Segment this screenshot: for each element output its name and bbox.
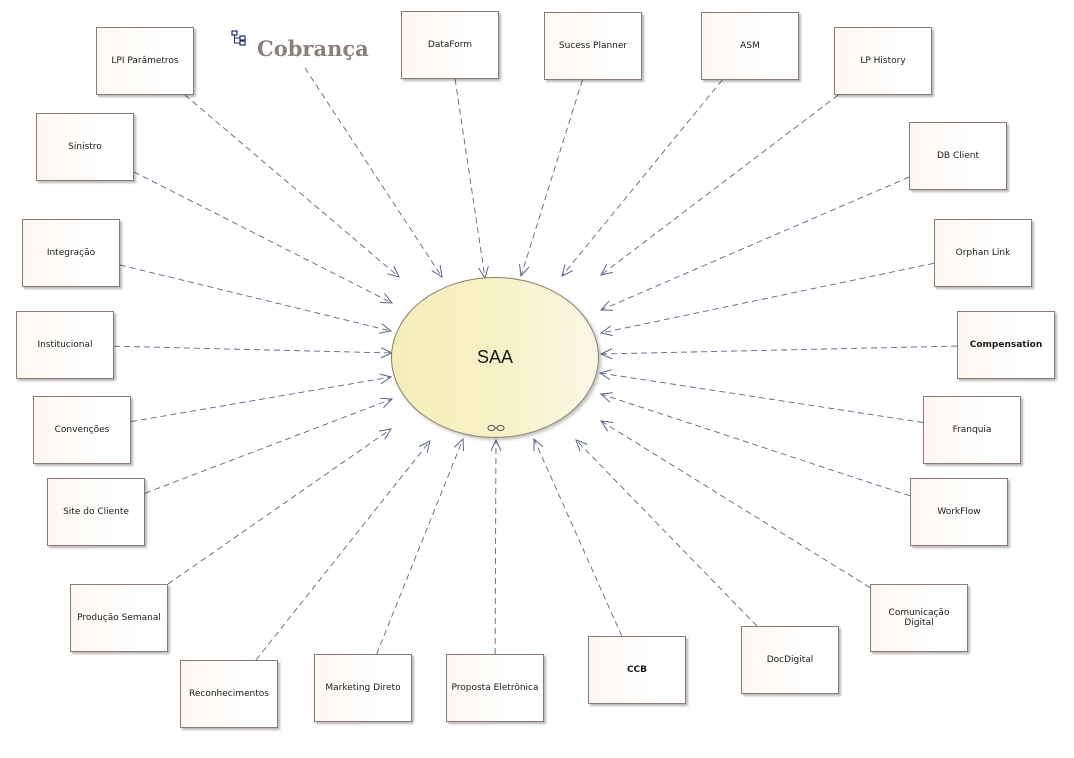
dependency-connector-compensation (599, 345, 958, 360)
dependency-connector-marketing-direto (376, 437, 465, 655)
component-label: LP History (860, 55, 906, 66)
component-label: DB Client (936, 150, 980, 161)
component-sucess-planner[interactable]: Sucess Planner (544, 12, 642, 80)
component-convencoes[interactable]: Convenções (33, 396, 131, 464)
dependency-connector-comunicacao-digital (599, 420, 871, 588)
composite-link-icon (487, 424, 505, 432)
component-label: LPI Parâmetros (111, 55, 179, 66)
component-label: Compensation (969, 339, 1043, 350)
component-asm[interactable]: ASM (701, 12, 799, 80)
component-comunicacao-digital[interactable]: Comunicação Digital (870, 584, 968, 652)
component-lpi-parametros[interactable]: LPI Parâmetros (96, 27, 194, 95)
dependency-connector-cobranca (304, 67, 443, 279)
component-label: ASM (740, 40, 760, 51)
saa-label: SAA (476, 347, 514, 367)
component-franquia[interactable]: Franquia (923, 396, 1021, 464)
dependency-connector-institucional (113, 345, 394, 359)
component-label: DocDigital (766, 654, 814, 665)
component-sinistro[interactable]: Sinistro (36, 113, 134, 181)
dependency-connector-site-do-cliente (144, 397, 394, 494)
component-integracao[interactable]: Integração (22, 219, 120, 287)
component-ccb[interactable]: CCB (588, 636, 686, 704)
component-docdigital[interactable]: DocDigital (741, 626, 839, 694)
dependency-connector-asm (561, 79, 723, 277)
component-lp-history[interactable]: LP History (834, 27, 932, 95)
saa-usecase[interactable]: SAA (391, 277, 599, 438)
component-db-client[interactable]: DB Client (909, 122, 1007, 190)
dependency-connector-db-client (599, 176, 910, 311)
component-dataform[interactable]: DataForm (401, 11, 499, 79)
component-label: DataForm (427, 39, 473, 50)
dependency-connector-workflow (599, 392, 911, 497)
component-orphan-link[interactable]: Orphan Link (934, 219, 1032, 287)
component-label: Reconhecimentos (189, 688, 269, 699)
dependency-connector-ccb (533, 437, 623, 637)
dependency-connector-proposta-eletronica (490, 438, 502, 655)
dependency-connector-docdigital (575, 439, 758, 627)
component-label: Site do Cliente (63, 506, 129, 517)
dependency-connector-sinistro (133, 171, 394, 304)
component-compensation[interactable]: Compensation (957, 311, 1055, 379)
component-label: Franquia (952, 424, 992, 435)
component-label: WorkFlow (937, 506, 981, 517)
component-label: Marketing Direto (325, 682, 401, 693)
component-label: Convenções (54, 424, 110, 435)
dependency-connector-producao-semanal (167, 428, 392, 585)
component-label: CCB (626, 664, 648, 675)
dependency-connector-lpi-parametros (184, 94, 400, 278)
diagram-icon (231, 30, 247, 46)
component-label: Orphan Link (955, 247, 1011, 258)
dependency-connector-integracao (119, 264, 393, 334)
dependency-connector-franquia (598, 369, 924, 423)
component-proposta-eletronica[interactable]: Proposta Eletrônica (446, 654, 544, 722)
component-reconhecimentos[interactable]: Reconhecimentos (180, 660, 278, 728)
dependency-connector-orphan-link (599, 262, 935, 337)
diagram-title: Cobrança (257, 36, 369, 61)
component-label: Integração (46, 247, 96, 258)
component-label: Proposta Eletrônica (451, 682, 539, 693)
dependency-connector-convencoes (130, 373, 393, 423)
component-label: Sinistro (68, 141, 102, 152)
component-institucional[interactable]: Institucional (16, 311, 114, 379)
component-label: Sucess Planner (558, 40, 628, 51)
component-producao-semanal[interactable]: Produção Semanal (70, 584, 168, 652)
dependency-connector-reconhecimentos (255, 440, 431, 661)
component-label: Produção Semanal (77, 612, 161, 623)
component-label: Comunicação Digital (888, 607, 950, 628)
component-marketing-direto[interactable]: Marketing Direto (314, 654, 412, 722)
dependency-connector-dataform (454, 78, 489, 280)
dependency-connector-sucess-planner (519, 79, 583, 278)
component-site-do-cliente[interactable]: Site do Cliente (47, 478, 145, 546)
component-workflow[interactable]: WorkFlow (910, 478, 1008, 546)
component-label: Institucional (37, 339, 93, 350)
